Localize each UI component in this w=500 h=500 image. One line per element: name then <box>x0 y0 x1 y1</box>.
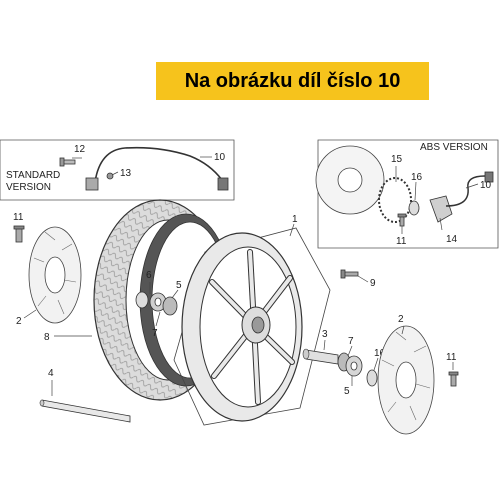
callout-11-left: 11 <box>13 212 24 223</box>
callout-1: 1 <box>292 214 298 225</box>
brake-disc-right-part <box>377 325 435 435</box>
abs-tone-ring-15-part <box>378 177 412 223</box>
part-number-banner: Na obrázku díl číslo 10 <box>156 62 429 100</box>
spacer-16-right-part <box>366 369 378 387</box>
abs-bracket-14-part <box>429 195 453 223</box>
callout-6: 6 <box>146 270 152 281</box>
left-bearing-set-part <box>135 291 178 316</box>
callout-7-left: 7 <box>152 328 158 339</box>
abs-sensor-cable-10-part <box>445 175 486 207</box>
nut-13-part <box>106 172 114 180</box>
callout-16-right: 16 <box>374 348 386 359</box>
abs-spacer-16-part <box>408 200 420 216</box>
screw-11-left-part <box>13 225 25 243</box>
spacer-3-part <box>302 348 339 365</box>
sensor-head-part <box>85 177 99 191</box>
callout-11-right: 11 <box>446 352 457 363</box>
standard-label-line2: VERSION <box>6 182 51 193</box>
callout-3: 3 <box>322 329 328 340</box>
screw-11-right-part <box>448 371 459 387</box>
wheel-rim-1-part <box>181 232 303 422</box>
callout-11-abs: 11 <box>396 236 407 247</box>
callout-8: 8 <box>44 332 50 343</box>
brake-disc-left-part <box>28 226 82 324</box>
standard-label-line1: STANDARD <box>6 170 60 181</box>
right-bearing-set-part <box>337 352 363 377</box>
rim-group-frame <box>173 227 331 426</box>
callout-15: 15 <box>391 154 403 165</box>
screw-12-part <box>59 157 76 167</box>
callout-12: 12 <box>74 144 86 155</box>
callout-10-abs: 10 <box>480 180 492 191</box>
callout-4: 4 <box>48 368 54 379</box>
callout-5-right: 5 <box>344 386 350 397</box>
callout-10-standard: 10 <box>214 152 226 163</box>
screw-9-part <box>340 269 359 279</box>
callout-16-abs: 16 <box>411 172 423 183</box>
callout-2-right: 2 <box>398 314 404 325</box>
callout-14: 14 <box>446 234 458 245</box>
callout-5-left: 5 <box>176 280 182 291</box>
axle-4-part <box>39 399 131 423</box>
standard-version-inset: STANDARD VERSION 12 10 13 <box>0 139 235 201</box>
callout-2-left: 2 <box>16 316 22 327</box>
abs-version-inset: ABS VERSION 15 16 10 14 <box>315 139 499 249</box>
callout-9: 9 <box>370 278 376 289</box>
sensor-connector-part <box>217 177 229 191</box>
abs-screw-11-part <box>397 213 407 227</box>
abs-label: ABS VERSION <box>420 142 488 153</box>
callout-7-right: 7 <box>348 336 354 347</box>
callout-13: 13 <box>120 168 132 179</box>
sensor-cable-10-part <box>94 146 223 183</box>
